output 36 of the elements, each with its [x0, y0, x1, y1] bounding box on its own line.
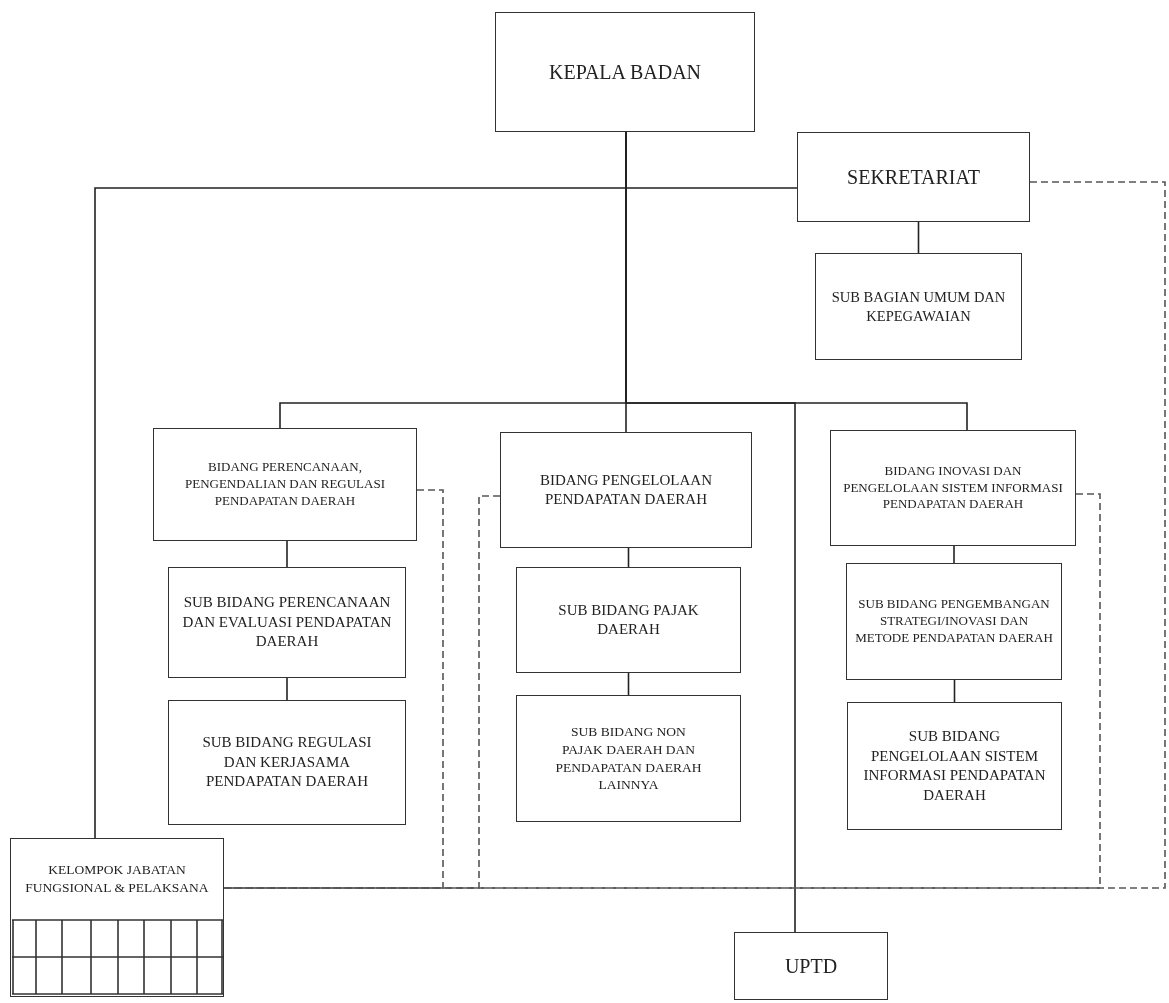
org-unit-box: [168, 567, 406, 678]
unit-name: UPTD: [783, 954, 839, 979]
unit-name: SUB BIDANG PAJAK DAERAH: [557, 600, 700, 639]
command-line: [286, 677, 288, 701]
org-unit-box: [500, 432, 752, 548]
unit-name: SUB BAGIAN UMUM DAN KEPEGAWAIAN: [830, 287, 1007, 326]
org-unit-box: [153, 428, 417, 541]
unit-name: SUB BIDANG PENGELOLAAN SISTEM INFORMASI PENDAPATAN DAERAH: [862, 727, 1047, 805]
unit-name: SUB BIDANG NON PAJAK DAERAH DAN PENDAPATAN DAERAH LAINNYA: [554, 723, 703, 794]
unit-name: SEKRETARIAT: [846, 165, 981, 190]
org-unit-box: [734, 932, 888, 1000]
command-line: [627, 672, 630, 696]
unit-name: BIDANG PERENCANAAN, PENGENDALIAN DAN REGULASI PENDAPATAN DAERAH: [183, 459, 386, 510]
org-unit-box: [846, 563, 1062, 680]
unit-name: BIDANG PENGELOLAAN PENDAPATAN DAERAH: [538, 470, 714, 509]
org-unit-box: [10, 838, 224, 997]
org-unit-box: [847, 702, 1062, 830]
unit-name: KELOMPOK JABATAN FUNGSIONAL & PELAKSANA: [24, 861, 210, 897]
unit-name: BIDANG INOVASI DAN PENGELOLAAN SISTEM INFORMASI PENDAPATAN DAERAH: [842, 462, 1064, 514]
command-line: [953, 679, 956, 703]
command-line: [953, 545, 955, 564]
command-line: [286, 540, 288, 568]
command-line: [917, 221, 920, 254]
unit-name: SUB BIDANG PENGEMBANGAN STRATEGI/INOVASI DAN METODE PENDAPATAN DAERAH: [854, 596, 1054, 647]
unit-name: KEPALA BADAN: [547, 60, 703, 85]
coordination-line: [223, 493, 1101, 889]
org-unit-box: [516, 695, 741, 822]
org-unit-box: [168, 700, 406, 825]
command-line: [627, 547, 630, 568]
org-unit-box: [797, 132, 1030, 222]
org-unit-box: [495, 12, 755, 132]
org-unit-box: [815, 253, 1022, 360]
org-unit-box: [830, 430, 1076, 546]
unit-name: SUB BIDANG REGULASI DAN KERJASAMA PENDAPATAN DAERAH: [201, 733, 373, 792]
org-unit-box: [516, 567, 741, 673]
unit-name: SUB BIDANG PERENCANAAN DAN EVALUASI PENDAPATAN DAERAH: [181, 593, 393, 652]
